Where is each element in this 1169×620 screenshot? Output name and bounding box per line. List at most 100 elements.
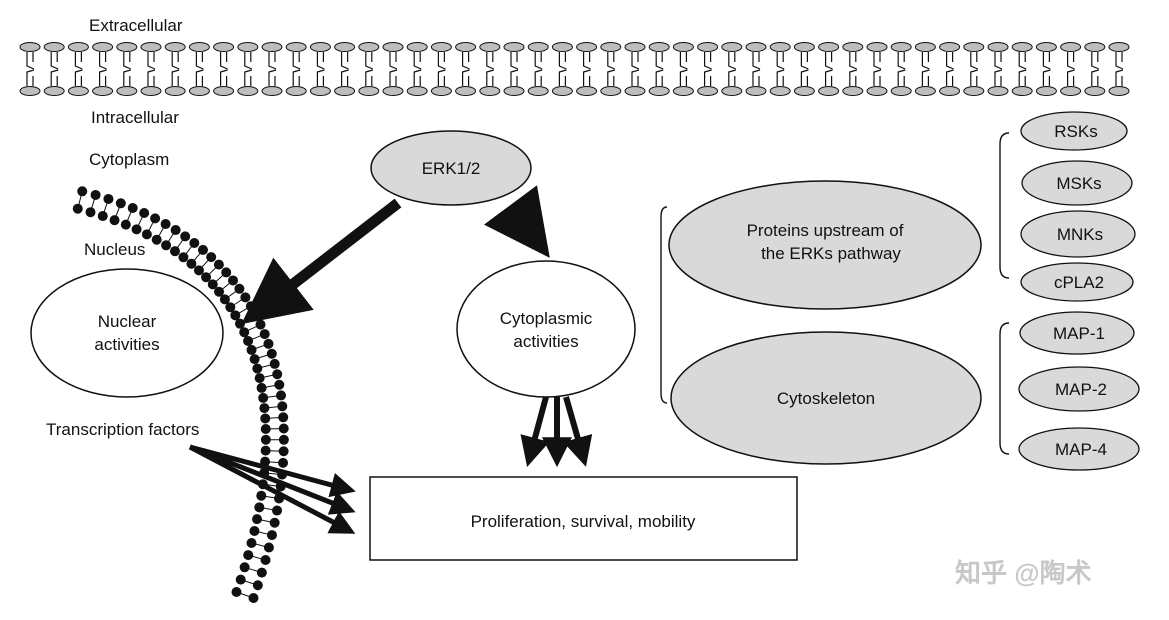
lipid-head-inner [164, 86, 186, 96]
lipid-head-outer [116, 42, 138, 52]
lipid-tail-outer [292, 52, 301, 70]
lipid-head-inner [188, 86, 210, 96]
lipid-head-inner [527, 86, 549, 96]
lipid-tail-outer [704, 52, 712, 70]
lipid-head-outer [527, 42, 549, 52]
lipid-tail-outer [26, 52, 35, 70]
group-bracket-left [660, 206, 668, 404]
lipid-head-inner [116, 86, 138, 96]
lipid-head-outer [769, 42, 791, 52]
lipid-tail-inner [1091, 69, 1099, 86]
lipid-tail-outer [631, 52, 640, 70]
lipid-head-inner [697, 86, 719, 96]
lipid-tail-outer [558, 52, 567, 70]
lipid-head-inner [1108, 86, 1130, 96]
lipid-tail-outer [679, 52, 688, 70]
lipid-tail-outer [74, 52, 83, 70]
lipid-tail-inner [147, 69, 156, 86]
nuclear-lipid-head [219, 294, 230, 305]
target-msks-node [1021, 160, 1133, 206]
lipid-head-inner [285, 86, 307, 96]
lipid-head-outer [697, 42, 719, 52]
nuclear-lipid-head [169, 246, 180, 257]
lipid-tail-outer [268, 52, 277, 70]
nuclear-lipid-head [234, 318, 245, 329]
nuclear-lipid-head [246, 344, 257, 355]
nuclear-activities-node [30, 268, 224, 398]
nuclear-lipid-head [221, 267, 232, 278]
lipid-tail-inner [462, 69, 470, 86]
lipid-head-outer [430, 42, 452, 52]
lipid-tail-inner [849, 69, 857, 86]
erk-to-cytoplasmic-arrow [483, 185, 550, 258]
lipid-head-inner [67, 86, 89, 96]
nuclear-lipid-head [77, 186, 88, 197]
nuclear-lipid-head [256, 490, 267, 501]
lipid-head-inner [648, 86, 670, 96]
lipid-tail-outer [752, 52, 761, 70]
lipid-head-inner [430, 86, 452, 96]
lipid-head-inner [1084, 86, 1106, 96]
proteins-upstream-node [668, 180, 982, 310]
lipid-head-inner [237, 86, 259, 96]
nuclear-lipid-head [266, 530, 277, 541]
nuclear-lipid-head [243, 550, 254, 561]
lipid-head-inner [987, 86, 1009, 96]
lipid-tail-inner [26, 69, 35, 86]
lipid-head-inner [382, 86, 404, 96]
lipid-head-outer [1108, 42, 1130, 52]
nuclear-lipid-head [272, 369, 283, 380]
lipid-head-inner [213, 86, 235, 96]
lipid-head-inner [963, 86, 985, 96]
lipid-tail-outer [123, 52, 132, 70]
lipid-tail-inner [74, 69, 83, 86]
cytoplasmic-to-outcome-arrow-3 [563, 396, 593, 467]
lipid-tail-inner [534, 69, 543, 86]
lipid-head-outer [1011, 42, 1033, 52]
lipid-tail-inner [292, 69, 301, 86]
cytoplasmic-activities-node [456, 260, 636, 398]
lipid-head-outer [140, 42, 162, 52]
cytoskeleton-bracket [999, 322, 1010, 455]
target-msks-label: MSKs [1056, 174, 1101, 193]
lipid-tail-inner [752, 69, 761, 86]
erk-to-nuclear-arrow [241, 198, 402, 325]
lipid-tail-outer [897, 52, 906, 70]
nuclear-lipid-head [228, 275, 239, 286]
nuclear-lipid-head [120, 219, 131, 230]
lipid-tail-inner [316, 69, 325, 86]
lipid-head-inner [551, 86, 573, 96]
nuclear-lipid-head [256, 382, 267, 393]
lipid-tail-inner [607, 69, 615, 86]
lipid-head-outer [309, 42, 331, 52]
lipid-head-inner [455, 86, 477, 96]
lipid-tail-outer [486, 52, 495, 70]
nuclear-lipid-head [206, 252, 217, 263]
nuclear-lipid-head [260, 424, 271, 435]
nuclear-lipid-head [260, 445, 271, 456]
nuclear-lipid-head [252, 363, 263, 374]
nuclear-lipid-head [249, 354, 260, 365]
nuclear-lipid-head [239, 327, 250, 338]
lipid-tail-inner [1067, 69, 1075, 86]
lipid-head-outer [745, 42, 767, 52]
nuclear-lipid-head [197, 244, 208, 255]
lipid-head-inner [358, 86, 380, 96]
nuclear-lipid-head [263, 542, 274, 553]
lipid-head-outer [987, 42, 1009, 52]
lipid-tail-inner [994, 69, 1003, 86]
lipid-tail-inner [631, 69, 640, 86]
lipid-head-outer [261, 42, 283, 52]
nuclear-lipid-head [272, 505, 283, 516]
nuclear-lipid-head [254, 373, 265, 384]
proteins-upstream-line2: the ERKs pathway [761, 244, 901, 263]
lipid-head-inner [309, 86, 331, 96]
nuclear-lipid-head [90, 189, 101, 200]
lipid-head-inner [140, 86, 162, 96]
target-mnks-node [1020, 210, 1136, 258]
nuclear-lipid-head [85, 207, 96, 218]
lipid-tail-outer [510, 52, 519, 70]
lipid-tail-inner [897, 69, 906, 86]
lipid-tail-outer [1091, 52, 1100, 70]
cytoplasmic-to-outcome-arrow-1 [520, 396, 550, 467]
